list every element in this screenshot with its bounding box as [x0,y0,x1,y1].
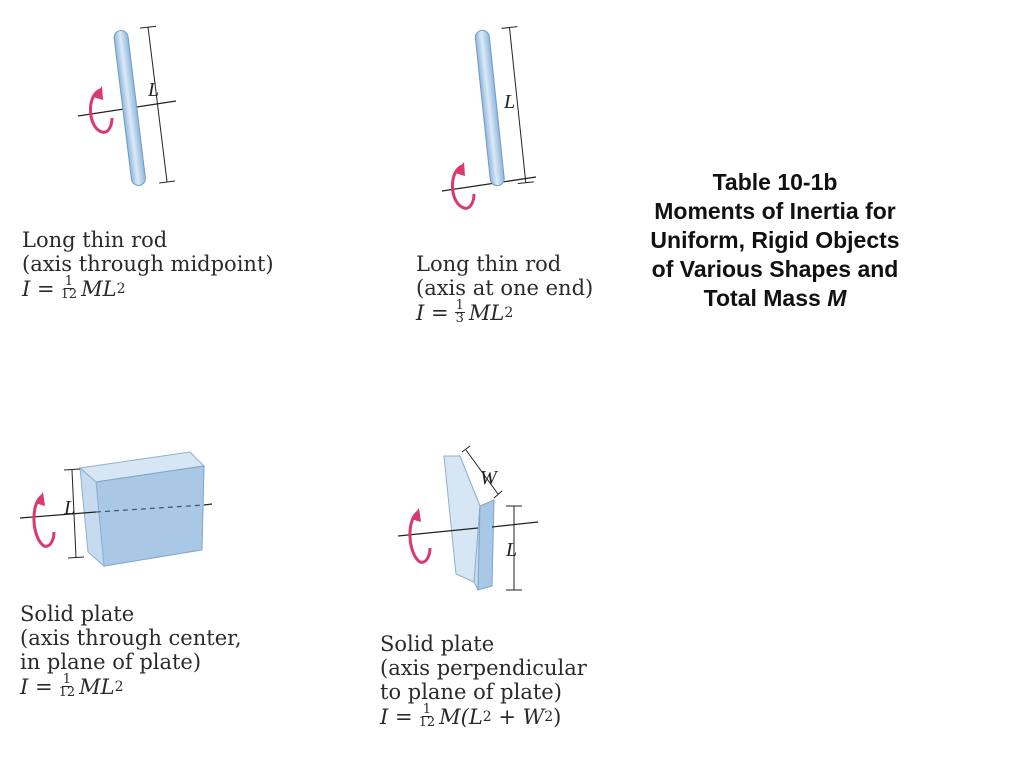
dimension-label: L [147,79,159,101]
dimension-label: L [63,497,75,519]
formula-close: ) [553,704,562,729]
fraction-numerator: 1 [421,702,432,717]
fraction: 1 12 [60,274,78,302]
caption-rod-midpoint: Long thin rod (axis through midpoint) I … [22,228,274,301]
caption-line: Solid plate [380,632,495,656]
formula-rhs: ML [81,276,117,301]
caption-line: (axis perpendicular [380,656,587,680]
caption-line: Long thin rod [22,228,168,252]
dimension-line [508,27,527,183]
caption-line: (axis through center, [20,626,242,650]
dimension-label-l: L [505,539,517,561]
dimension-line [147,27,168,183]
formula-lhs: I = [20,674,53,699]
caption-line: to plane of plate) [380,680,562,704]
fraction-denominator: 3 [455,311,464,326]
plate-center-figure: L [19,451,213,568]
caption-line: Long thin rod [416,252,562,276]
caption-rod-end: Long thin rod (axis at one end) I = 1 3 … [416,252,593,325]
rotation-arrow-icon [89,88,114,134]
rotation-arrow-icon [451,164,476,210]
rod-end-figure: L [441,26,537,210]
axis-line-exit [491,521,539,528]
title-line: Moments of Inertia for [654,198,896,224]
caption-plate-perpendicular: Solid plate (axis perpendicular to plane… [380,632,587,729]
title-prefix: Total Mass [703,285,828,311]
caption-line: in plane of plate) [20,650,202,674]
formula-tail: + W [491,704,545,729]
axis-line-exit [203,503,213,506]
axis-line [441,176,537,192]
fraction: 1 12 [58,672,76,700]
formula-lhs: I = [22,276,55,301]
arrow-head-icon [35,492,45,506]
plate-edge [477,499,495,591]
table-title: Table 10-1b Moments of Inertia for Unifo… [610,168,940,313]
title-line: Table 10-1b [712,169,838,195]
plate-body [95,465,205,567]
fraction-denominator: 12 [60,287,78,302]
caption-line: Solid plate [20,602,135,626]
title-line: Uniform, Rigid Objects [650,227,900,253]
dimension-line [71,469,77,559]
title-line: of Various Shapes and [651,256,899,282]
dimension-line-w [465,449,499,495]
axis-line-hidden [95,504,205,513]
title-line: Total Mass M [610,284,940,313]
rod-body [113,30,146,186]
plate-face [443,455,481,583]
fraction: 1 3 [454,298,465,326]
fraction-denominator: 12 [58,685,76,700]
plate-perpendicular-figure: W L [397,445,539,591]
caption-line: (axis at one end) [416,276,594,300]
arrow-head-icon [411,508,421,522]
caption-line: (axis through midpoint) [22,252,274,276]
rod-midpoint-figure: L [77,25,177,186]
formula-lhs: I = [380,704,413,729]
formula-rhs: ML [79,674,115,699]
fraction-denominator: 12 [418,715,436,730]
dimension-label: L [503,91,515,113]
formula-rhs: M(L [439,704,483,729]
arrow-head-icon [93,86,103,100]
caption-plate-center: Solid plate (axis through center, in pla… [20,602,242,699]
rod-body [474,29,505,187]
formula-lhs: I = [416,300,449,325]
fraction-numerator: 1 [61,672,72,687]
fraction-numerator: 1 [454,298,465,313]
fraction-numerator: 1 [63,274,74,289]
formula-rhs: ML [468,300,505,325]
title-variable: M [827,285,847,311]
dimension-label-w: W [480,467,499,489]
rotation-arrow-icon [32,494,56,548]
rotation-arrow-icon [408,510,432,564]
plate-side-edge [79,466,105,568]
arrow-head-icon [455,162,465,176]
fraction: 1 12 [418,702,436,730]
